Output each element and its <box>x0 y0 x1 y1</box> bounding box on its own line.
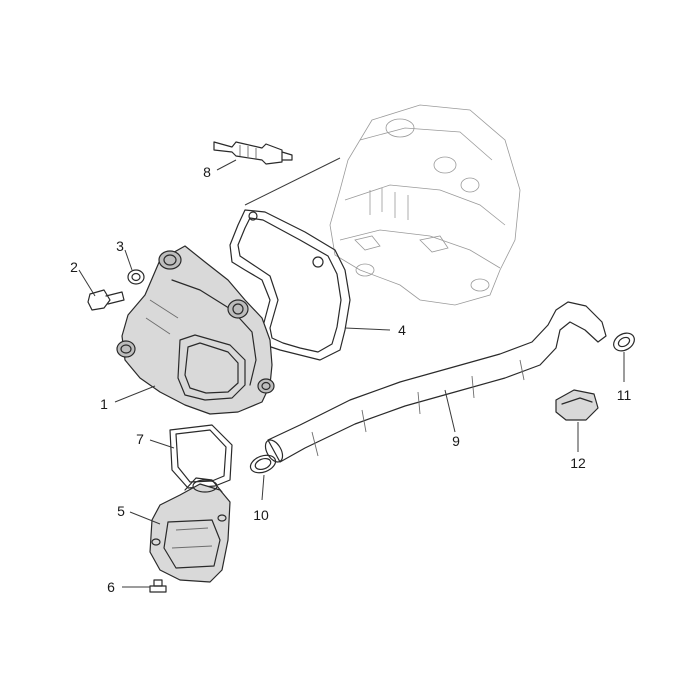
callout-2: 2 <box>70 259 78 275</box>
callout-7: 7 <box>136 431 144 447</box>
callout-3: 3 <box>116 238 124 254</box>
leader-8 <box>216 159 237 171</box>
callout-labels: 1 2 3 4 5 6 7 8 9 10 11 12 <box>70 164 631 595</box>
leader-7 <box>149 439 175 449</box>
callout-5: 5 <box>117 503 125 519</box>
leader-4 <box>344 327 391 331</box>
leader-3 <box>124 249 133 271</box>
leader-lines <box>78 157 625 588</box>
callout-11: 11 <box>617 387 632 403</box>
spark-plug <box>213 141 293 165</box>
breather-hose <box>264 301 607 463</box>
cover-bolt <box>87 289 125 311</box>
callout-10: 10 <box>253 507 269 523</box>
leader-9 <box>444 389 456 433</box>
housing-screw <box>149 579 167 593</box>
callout-9: 9 <box>452 433 460 449</box>
hose-clip <box>555 389 599 421</box>
square-seal <box>169 424 233 489</box>
hose-clamp-small <box>613 332 635 352</box>
leader-2 <box>78 269 96 297</box>
seal-washer <box>127 269 145 285</box>
leader-4b <box>244 157 341 206</box>
valve-cover <box>116 245 275 415</box>
leader-10 <box>261 474 265 501</box>
callout-6: 6 <box>107 579 115 595</box>
callout-1: 1 <box>100 396 108 412</box>
callout-12: 12 <box>570 455 586 471</box>
leader-5 <box>129 511 161 525</box>
leader-1 <box>114 385 156 403</box>
cover-gasket <box>229 209 351 361</box>
hose-clamp-large <box>249 454 277 474</box>
callout-8: 8 <box>203 164 211 180</box>
cylinder-head <box>329 104 521 306</box>
callout-4: 4 <box>398 322 406 338</box>
breather-housing <box>149 477 231 583</box>
